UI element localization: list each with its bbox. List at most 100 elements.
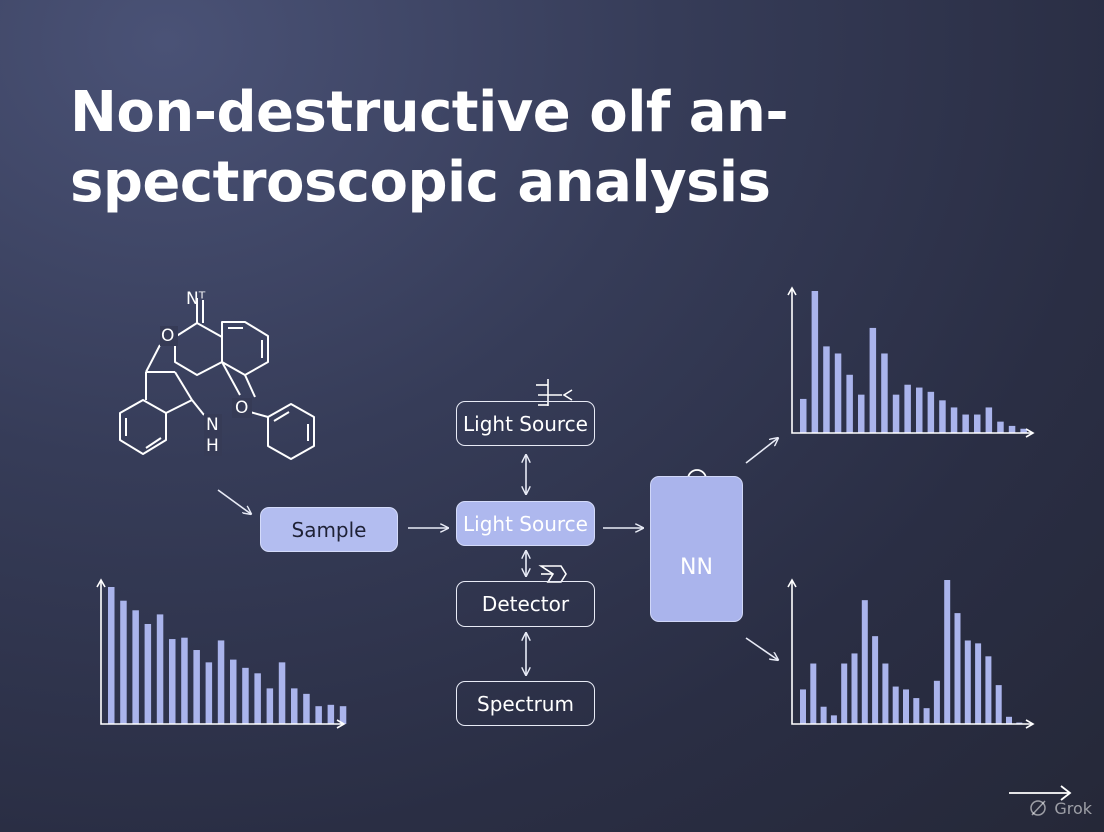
chart-bar [1006, 716, 1012, 724]
chart-bar [846, 374, 853, 433]
ring-center [174, 322, 223, 376]
chart-bar [858, 394, 865, 433]
page-title: Non-destructive olf an- spectroscopic an… [70, 78, 970, 218]
atom-o-left: O [161, 326, 175, 346]
chart-bar [339, 706, 347, 724]
chart-bar [913, 698, 920, 724]
molecule-structure [119, 298, 315, 460]
chart-axes [100, 580, 344, 725]
sample-box[interactable]: Sample [260, 507, 398, 552]
ring-bottom-right [267, 403, 315, 460]
chart-bar [892, 686, 899, 724]
chart-bar [975, 643, 982, 724]
chart-bar [950, 407, 958, 433]
spectrum-box[interactable]: Spectrum [456, 681, 595, 726]
chart-bar [144, 623, 152, 724]
chart-axes [791, 580, 1033, 725]
chart-bar [962, 414, 969, 433]
chart-bar [834, 353, 842, 433]
chart-bar [156, 614, 164, 724]
chart-bar [1008, 425, 1016, 433]
chart-bar [811, 291, 819, 433]
spectrum-chart-bottom-right [787, 578, 1035, 729]
chart-bar [193, 650, 200, 724]
atom-n-top: Nᵀ [186, 289, 206, 309]
chart-bar [266, 688, 274, 724]
chart-bar [882, 663, 889, 724]
chart-bar [933, 680, 940, 724]
light-source-top-label: Light Source [463, 411, 588, 436]
chart-bar [291, 688, 298, 724]
chart-bar [881, 353, 888, 433]
ring-bottom-left [119, 399, 167, 455]
light-source-top-box[interactable]: Light Source [456, 401, 595, 446]
arrow-nn-to-top-chart [745, 438, 778, 464]
chart-bar [254, 673, 261, 724]
prism-icon [538, 565, 567, 583]
chart-bar [903, 689, 909, 724]
chart-bar [939, 400, 946, 433]
atom-o-right: O [235, 398, 249, 418]
chart-bar [800, 689, 806, 724]
chart-bar [841, 663, 848, 724]
x-axis-arrowhead [1025, 428, 1035, 438]
chart-bar [181, 637, 188, 724]
title-line-1: Non-destructive olf an- [70, 80, 789, 145]
chart-bar [303, 693, 310, 724]
chart-bar [892, 394, 900, 433]
atom-h-amine: H [206, 436, 219, 456]
chart-bar [851, 653, 858, 724]
grok-logo-icon [1030, 800, 1046, 816]
chart-bar [944, 580, 951, 724]
light-source-center-box[interactable]: Light Source [456, 501, 595, 546]
chart-bar [810, 663, 817, 724]
chart-bar [1020, 428, 1027, 433]
chart-bar [278, 662, 286, 724]
chart-bar [830, 715, 837, 724]
detector-box[interactable]: Detector [456, 581, 595, 627]
title-line-2: spectroscopic analysis [70, 150, 771, 215]
sample-label: Sample [291, 517, 367, 542]
arrow-icon [1009, 785, 1072, 801]
chart-bar [974, 414, 981, 433]
chart-bar [169, 639, 176, 724]
x-axis-arrowhead [336, 719, 346, 729]
spectrum-chart-top-right [787, 286, 1035, 438]
chart-bar [823, 346, 830, 433]
chart-bar [800, 398, 807, 433]
spectrum-label: Spectrum [477, 691, 574, 716]
chart-bar [985, 656, 992, 724]
light-source-center-label: Light Source [463, 511, 588, 536]
chart-bar [927, 391, 935, 433]
chart-bar [985, 407, 993, 433]
chart-bar [205, 662, 213, 724]
arrow-molecule-to-sample [217, 489, 251, 514]
chart-bar [872, 636, 879, 724]
chart-bar [954, 613, 961, 724]
chart-bar [820, 706, 827, 724]
watermark: Grok [1054, 799, 1092, 818]
chart-bar [995, 685, 1002, 724]
neural-network-box[interactable]: NN [650, 476, 743, 622]
chart-axes [791, 288, 1033, 434]
chart-bar [923, 708, 930, 724]
arrow-nn-to-bottom-chart [745, 637, 778, 660]
nn-label: NN [680, 555, 713, 580]
chart-bar [217, 640, 225, 724]
chart-bar [230, 659, 237, 724]
detector-label: Detector [481, 592, 570, 616]
chart-bar [904, 384, 911, 433]
chart-bar [315, 706, 322, 724]
atom-backdrops [160, 326, 252, 456]
x-axis-arrowhead [1025, 719, 1035, 729]
chart-bar [869, 327, 877, 433]
chart-bar [916, 387, 923, 433]
chart-bar [327, 704, 335, 724]
atom-n-amine: N [206, 415, 219, 435]
chart-bar [120, 600, 127, 724]
spectrum-chart-bottom-left [96, 578, 347, 729]
chart-bar [242, 667, 249, 724]
chart-bar [997, 421, 1004, 433]
chart-bar [108, 587, 115, 724]
